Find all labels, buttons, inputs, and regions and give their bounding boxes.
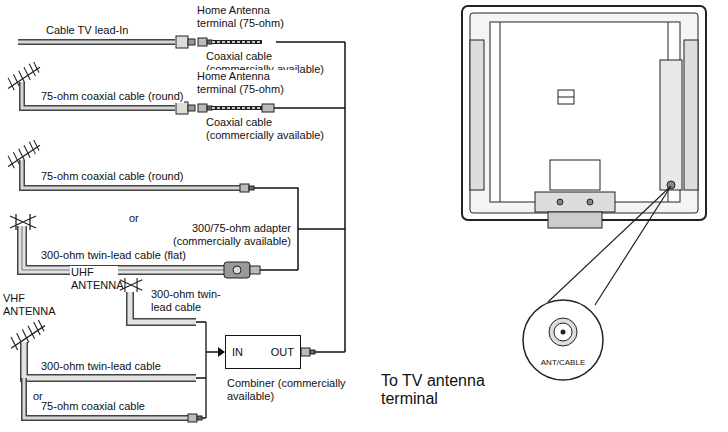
callout-label: Home Antenna terminal (75-ohm)	[196, 4, 298, 30]
callout-label: 75-ohm coaxial cable (round)	[40, 170, 184, 183]
cable-row-2	[8, 62, 345, 114]
node-text: ANT/CABLE	[541, 358, 585, 367]
callout-label: Coaxial cable (commercially available)	[205, 116, 337, 142]
cable-row-3	[8, 140, 345, 270]
bus-line	[344, 42, 346, 352]
callout-label: 300-ohm twin-lead cable	[40, 360, 162, 373]
cable-row-1	[0, 36, 345, 48]
callout-label: or	[128, 212, 140, 225]
callout-label: To TV antenna terminal	[380, 372, 532, 408]
callout-label: 75-ohm coaxial cable (round)	[40, 90, 184, 103]
leader-line	[548, 186, 671, 305]
callout-label: 75-ohm coaxial cable	[40, 400, 146, 413]
callout-circle	[521, 298, 605, 382]
callout-label: Home Antenna terminal (75-ohm)	[196, 70, 298, 96]
cable-row-4	[10, 214, 298, 278]
tv-rear	[462, 6, 706, 228]
callout-label: 300-ohm twin-lead cable (flat)	[40, 249, 187, 262]
node-text: IN	[232, 346, 243, 358]
callout-label: UHF ANTENNA	[70, 266, 118, 292]
callout-label: VHF ANTENNA	[2, 292, 52, 318]
combiner-output	[301, 348, 345, 356]
callout-label: Combiner (commercially available)	[226, 377, 358, 403]
terminal-callout: ANT/CABLE	[521, 298, 605, 382]
combiner-box: IN OUT	[225, 335, 301, 369]
node-text: OUT	[271, 346, 294, 358]
callout-label: 300-ohm twin-lead cable	[150, 288, 242, 314]
callout-label: 300/75-ohm adapter (commercially availab…	[148, 222, 292, 248]
callout-label: Cable TV lead-In	[45, 24, 129, 37]
